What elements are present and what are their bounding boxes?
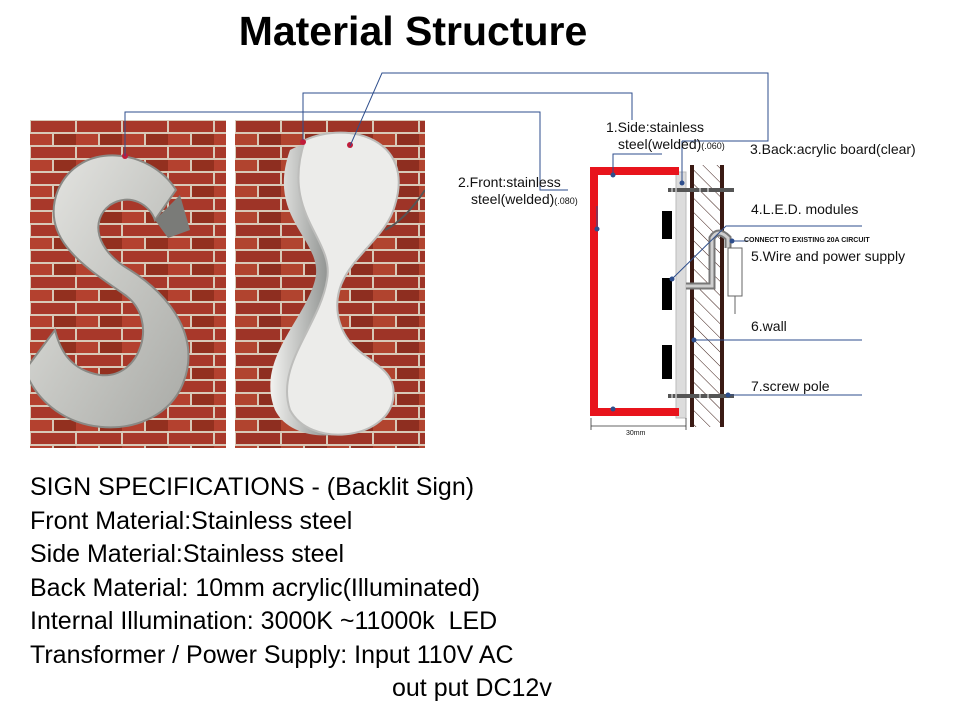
spec-line: Internal Illumination: 3000K ~11000k LED xyxy=(30,607,498,635)
marker-dot xyxy=(347,142,353,148)
label-wire-power: 5.Wire and power supply xyxy=(751,248,906,264)
wall-post xyxy=(690,165,694,427)
spec-line: Front Material:Stainless steel xyxy=(30,506,353,535)
sign-specifications: SIGN SPECIFICATIONS - (Backlit Sign) Fro… xyxy=(30,471,552,706)
led-module xyxy=(662,278,672,310)
page-title: Material Structure xyxy=(238,8,588,54)
side-thickness: (.060) xyxy=(701,141,725,151)
acrylic-back-board xyxy=(675,171,687,419)
label-screw-pole: 7.screw pole xyxy=(751,378,830,394)
spec-line: SIGN SPECIFICATIONS - (Backlit Sign) xyxy=(30,473,475,501)
wire-conduit xyxy=(686,229,732,290)
marker-dot xyxy=(300,139,306,145)
marker-dot xyxy=(122,153,128,159)
photo-stainless-letter-s xyxy=(30,120,226,448)
label-side: 1.Side:stainless steel(welded)(.060) xyxy=(606,119,725,152)
led-module xyxy=(662,345,672,379)
front-thickness: (.080) xyxy=(554,196,578,206)
wall-post xyxy=(720,165,724,427)
led-module xyxy=(662,211,672,239)
label-wall: 6.wall xyxy=(751,318,787,334)
connect-circuit-note: CONNECT TO EXISTING 20A CIRCUIT xyxy=(744,237,870,244)
label-front: 2.Front:stainless steel(welded)(.080) xyxy=(458,174,578,207)
power-supply-box xyxy=(727,247,743,297)
photo-acrylic-back-letter xyxy=(235,120,425,448)
dimension-label: 30mm xyxy=(626,430,646,437)
label-led-modules: 4.L.E.D. modules xyxy=(751,201,859,217)
spec-line: Transformer / Power Supply: Input 110V A… xyxy=(30,640,514,669)
spec-line: Side Material:Stainless steel xyxy=(30,540,345,568)
label-back: 3.Back:acrylic board(clear) xyxy=(750,141,916,157)
spec-line: Back Material: 10mm acrylic(Illuminated) xyxy=(30,573,481,602)
stainless-frame xyxy=(590,167,679,416)
wall-section xyxy=(693,165,722,427)
spec-line: out put DC12v xyxy=(392,674,552,702)
